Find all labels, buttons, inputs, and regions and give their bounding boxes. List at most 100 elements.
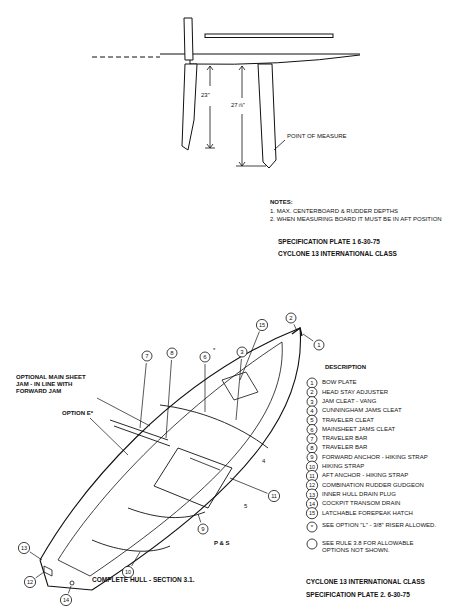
callout-ring <box>307 443 317 453</box>
transom <box>40 560 92 590</box>
callout-number: 15 <box>309 510 315 516</box>
rudder-blade <box>182 64 197 150</box>
callout-ring <box>307 539 317 549</box>
centerboard-slot <box>190 458 220 470</box>
callout-number: 12 <box>27 579 33 585</box>
callout-number: 8 <box>310 445 313 452</box>
bow-plate <box>292 328 302 336</box>
callout-number: 2 <box>289 315 292 322</box>
callout-ring <box>18 542 29 553</box>
leader-line <box>36 572 44 578</box>
part-description: FORWARD ANCHOR - HIKING STRAP <box>322 454 428 461</box>
callout-number: 1 <box>310 380 313 387</box>
leader-line <box>132 552 140 566</box>
centerboard <box>258 64 276 168</box>
drawing-label: SPECIFICATION PLATE 1 6-30-75 <box>278 238 380 245</box>
callout-ring <box>142 351 152 361</box>
part-description: CUNNINGHAM JAMS CLEAT <box>322 407 402 414</box>
callout-ring <box>268 490 279 501</box>
part-description: HEAD STAY ADJUSTER <box>322 389 388 396</box>
part-description: TRAVELER BAR <box>322 444 367 451</box>
leader-line <box>303 334 313 341</box>
drawing-label: OPTION E* <box>62 410 93 417</box>
callout-ring <box>237 347 247 357</box>
drawing-label: COMPLETE HULL - SECTION 3.1. <box>92 576 194 583</box>
callout-number: 9 <box>310 454 313 461</box>
part-description: COCKPIT TRANSOM DRAIN <box>322 500 400 507</box>
callout-number: 11 <box>271 493 277 499</box>
callout-ring <box>307 406 317 416</box>
callout-number: 6 <box>310 426 313 433</box>
callout-ring <box>306 508 317 519</box>
leader-line <box>68 586 71 593</box>
cockpit-rim <box>58 342 282 576</box>
rudder-gudgeon <box>44 566 52 576</box>
callout-ring <box>307 434 317 444</box>
leader-line <box>90 418 128 455</box>
drawing-label: 23" <box>201 92 210 99</box>
drawing-label: POINT OF MEASURE <box>287 133 347 140</box>
drawing-label: DESCRIPTION <box>325 364 366 371</box>
callout-number: 4 <box>310 407 313 414</box>
leader-line <box>230 478 268 493</box>
hiking-strap <box>92 508 205 551</box>
rudder-head <box>184 18 193 60</box>
callout-number: * <box>311 524 313 531</box>
leader-line <box>140 363 146 428</box>
cockpit-rim <box>58 342 282 560</box>
callout-ring <box>314 340 324 350</box>
drawing-label: 2. WHEN MEASURING BOARD IT MUST BE IN AF… <box>270 216 442 223</box>
callout-ring <box>167 348 177 358</box>
callout-number: 2 <box>310 389 313 396</box>
callout-ring <box>307 425 317 435</box>
dimension-line <box>205 66 215 148</box>
callout-number: 6 <box>203 354 206 361</box>
foredeck-edge <box>160 405 268 448</box>
hull-drawing <box>40 328 317 590</box>
callout-number: 13 <box>21 545 27 551</box>
tiller <box>205 34 333 38</box>
leader-line <box>294 324 297 331</box>
callout-number: 10 <box>125 569 131 575</box>
part-description: COMBINATION RUDDER GUDGEON <box>322 482 424 489</box>
part-description: MAINSHEET JAMS CLEAT <box>322 426 395 433</box>
drawing-label: CYCLONE 13 INTERNATIONAL CLASS <box>278 250 397 257</box>
callout-ring <box>307 397 317 407</box>
leader-line <box>166 360 172 438</box>
leader-line <box>205 364 206 412</box>
callout-number: 7 <box>145 353 148 360</box>
leader-line <box>30 552 42 560</box>
drawing-label: OPTIONAL MAIN SHEET JAM - IN LINE WITH F… <box>16 374 98 395</box>
drawing-label: 27⅞" <box>231 102 245 109</box>
drawing-label: NOTES: <box>270 199 293 206</box>
drawing-label: P & S <box>214 540 230 547</box>
drawing-label: 1. MAX. CENTERBOARD & RUDDER DEPTHS <box>270 208 398 215</box>
part-description: TRAVELER CLEAT <box>322 417 374 424</box>
starboard-gunwale <box>92 328 301 590</box>
callout-number: 11 <box>309 473 315 479</box>
waterline <box>92 57 160 58</box>
part-description: LATCHABLE FOREPEAK HATCH <box>322 510 413 517</box>
part-description: JAM CLEAT - VANG <box>322 398 376 405</box>
callout-number: 14 <box>63 597 69 603</box>
callout-number: 12 <box>309 482 315 488</box>
traveler-bar <box>110 420 170 446</box>
drawing-label: * <box>213 347 215 354</box>
callout-ring <box>286 313 296 323</box>
callout-ring <box>307 415 317 425</box>
callout-number: 1 <box>317 342 320 349</box>
callout-ring <box>60 594 71 605</box>
callout-number: 15 <box>259 322 265 328</box>
callout-ring <box>24 576 35 587</box>
part-description: SPECIFICATION PLATE 2. 6-30-75 <box>306 591 410 598</box>
callout-number: 8 <box>170 350 173 357</box>
callout-number: 7 <box>310 435 313 442</box>
callout-ring <box>198 524 208 534</box>
callout-ring <box>256 319 267 330</box>
callout-number: 10 <box>309 464 315 470</box>
callout-number: 5 <box>310 417 313 424</box>
part-description: AFT ANCHOR - HIKING STRAP <box>322 472 408 479</box>
